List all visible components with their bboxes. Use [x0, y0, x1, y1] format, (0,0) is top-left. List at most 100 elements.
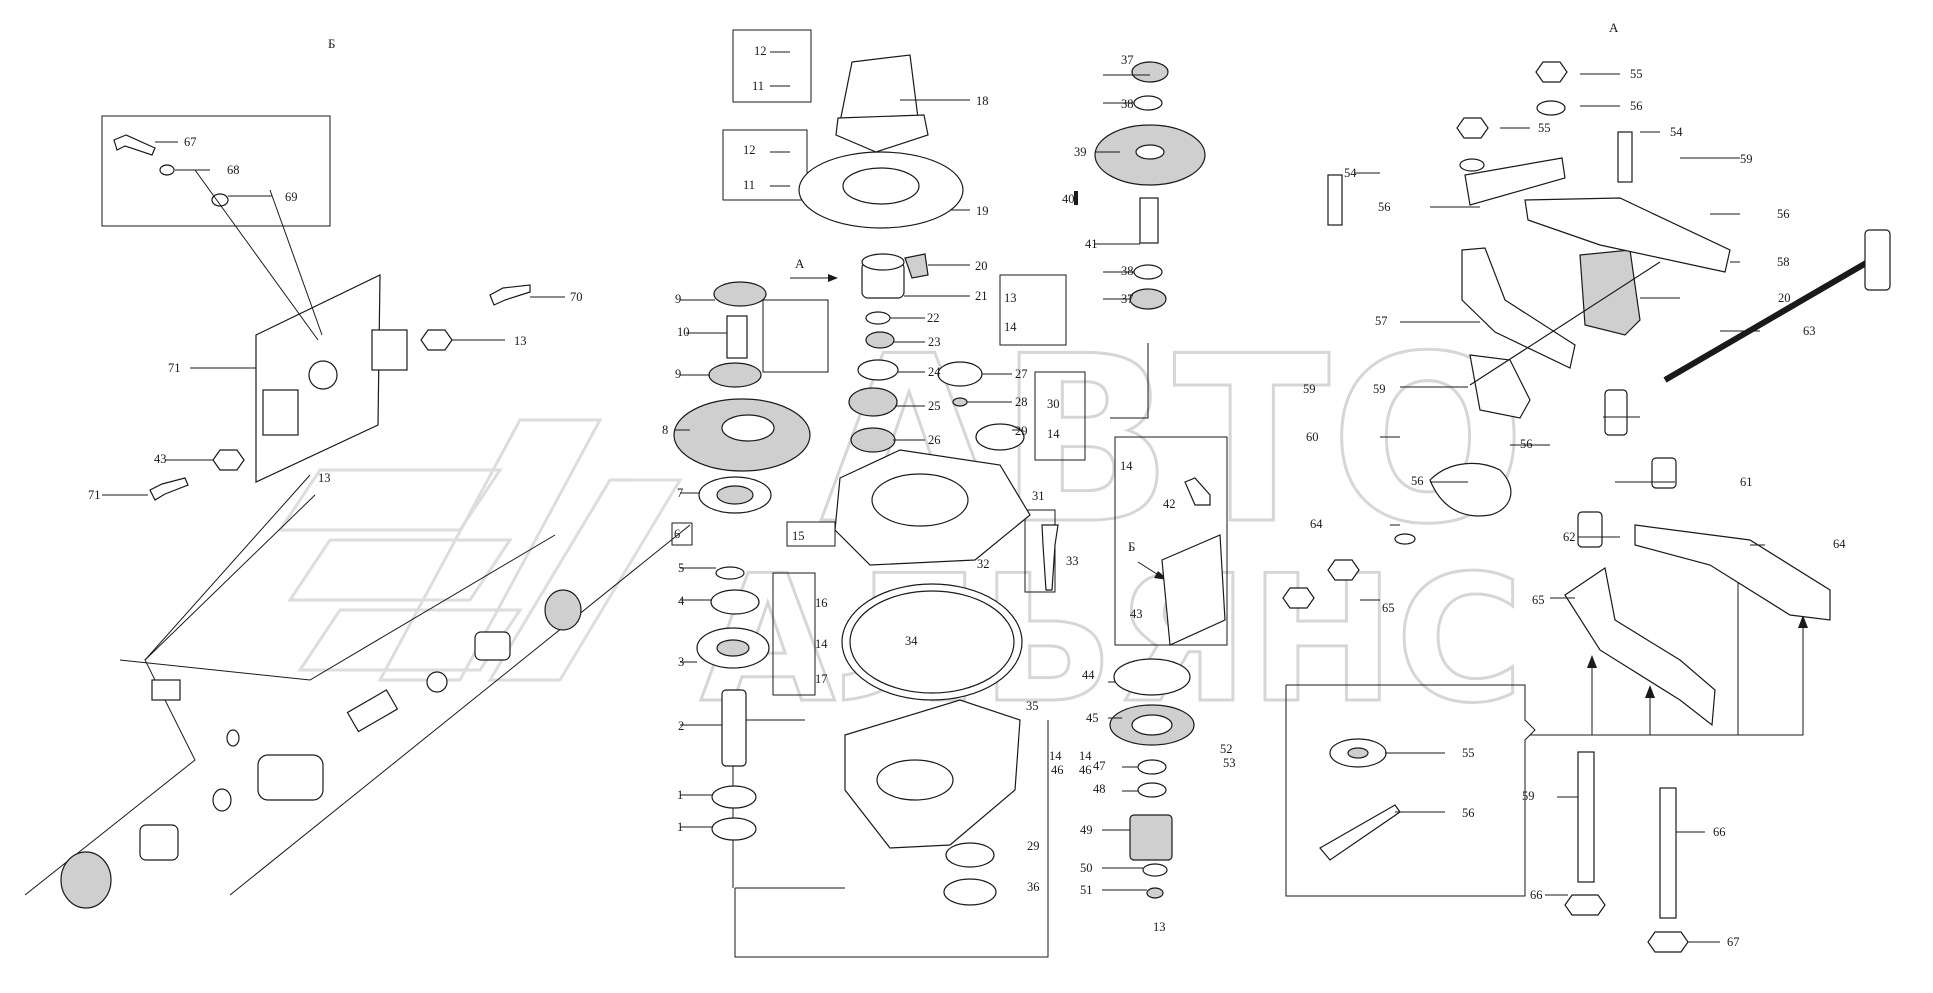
callout-label-43: 43: [154, 452, 167, 466]
callout-label-55: 55: [1462, 746, 1475, 760]
callout-label-12: 12: [754, 44, 767, 58]
part-23: [865, 331, 895, 349]
callout-label-14: 14: [1004, 320, 1017, 334]
part-63-threaded-rod: [1663, 249, 1887, 383]
callout-label-14: 14: [1049, 749, 1062, 763]
part-58-lever: [1524, 197, 1731, 273]
part-38-washer-2: [1133, 264, 1163, 280]
part-56-washer-2: [1459, 158, 1485, 172]
part-65-lever-2: [1564, 566, 1716, 727]
part-55-nut: [1535, 61, 1568, 83]
part-71-nut-2: [420, 329, 453, 351]
callout-label-14: 14: [1079, 749, 1092, 763]
part-10-shaft: [726, 315, 748, 359]
part-4: [710, 589, 760, 615]
callout-label-56: 56: [1411, 474, 1424, 488]
frame-68-70: [101, 115, 331, 227]
callout-label-14: 14: [815, 637, 828, 651]
part-66-stud-2: [1659, 787, 1677, 919]
part-71-nut: [212, 449, 245, 471]
callout-label-56: 56: [1630, 99, 1643, 113]
callout-label-28: 28: [1015, 395, 1028, 409]
callout-label-45: 45: [1086, 711, 1099, 725]
callout-label-69: 69: [285, 190, 298, 204]
part-48: [1137, 782, 1167, 798]
callout-label-27: 27: [1015, 367, 1028, 381]
callout-label-56: 56: [1462, 806, 1475, 820]
callout-label-63: 63: [1803, 324, 1816, 338]
part-60-pin: [1604, 389, 1628, 436]
part-55-nut-3: [1327, 559, 1360, 581]
part-37-bearing-2: [1129, 288, 1167, 310]
part-37-bearing: [1131, 61, 1169, 83]
part-66-stud: [1577, 751, 1595, 883]
part-55-nut-2: [1456, 117, 1489, 139]
part-13-bolt: [149, 477, 189, 501]
callout-label-40: 40: [1062, 192, 1075, 206]
callout-label-15: 15: [792, 529, 805, 543]
part-36-cover: [943, 878, 997, 906]
part-56-link: [1464, 157, 1566, 206]
callout-label-7: 7: [677, 486, 683, 500]
callout-label-38: 38: [1121, 264, 1134, 278]
part-59-pin-large: [1319, 804, 1401, 861]
frame-6: [671, 522, 693, 546]
callout-label-59: 59: [1522, 789, 1535, 803]
callout-label-1: 1: [677, 820, 683, 834]
component-72-panel: [24, 474, 691, 896]
part-64-bushing-2: [1577, 511, 1603, 548]
callout-label-65: 65: [1382, 601, 1395, 615]
section-letter-a-top: А: [1609, 20, 1619, 35]
callout-label-56: 56: [1520, 437, 1533, 451]
callout-label-42: 42: [1163, 497, 1176, 511]
callout-label-13: 13: [1004, 291, 1017, 305]
callout-label-33: 33: [1066, 554, 1079, 568]
section-letters: Б А А Б: [328, 20, 1619, 554]
callout-label-2: 2: [678, 719, 684, 733]
callout-label-59: 59: [1303, 382, 1316, 396]
callout-label-24: 24: [928, 365, 941, 379]
callout-label-25: 25: [928, 399, 941, 413]
part-1-ring-2: [711, 817, 757, 841]
callout-label-48: 48: [1093, 782, 1106, 796]
part-55-nut-4: [1282, 587, 1315, 609]
callout-label-52: 52: [1220, 742, 1233, 756]
part-43-plate: [1161, 534, 1226, 646]
callout-label-71: 71: [168, 361, 181, 375]
callout-label-62: 62: [1563, 530, 1576, 544]
callout-label-54: 54: [1344, 166, 1357, 180]
part-41-shaft: [1139, 197, 1159, 244]
callout-label-49: 49: [1080, 823, 1093, 837]
part-44-gasket: [1113, 658, 1191, 696]
callout-label-56: 56: [1777, 207, 1790, 221]
callout-label-1: 1: [677, 788, 683, 802]
callout-label-13: 13: [514, 334, 527, 348]
part-72-filter: [544, 589, 582, 631]
callout-label-67: 67: [184, 135, 197, 149]
callout-label-14: 14: [1120, 459, 1133, 473]
part-56-washer: [1536, 100, 1566, 116]
callout-label-8: 8: [662, 423, 668, 437]
callout-label-59: 59: [1373, 382, 1386, 396]
callout-label-58: 58: [1777, 255, 1790, 269]
callout-label-59: 59: [1740, 152, 1753, 166]
callout-label-18: 18: [976, 94, 989, 108]
callout-label-41: 41: [1085, 237, 1098, 251]
callout-label-4: 4: [678, 594, 685, 608]
part-28: [952, 397, 968, 407]
part-64-bushing: [1651, 457, 1677, 489]
callout-label-3: 3: [678, 655, 684, 669]
callout-label-46: 46: [1079, 763, 1092, 777]
part-5: [715, 566, 745, 580]
callout-labels: 1211181211192021229109813142324252627282…: [0, 0, 1846, 949]
callout-label-37: 37: [1121, 292, 1134, 306]
callout-label-70: 70: [570, 290, 583, 304]
watermark-line2: АЛЬЯНС: [700, 539, 1524, 742]
callout-label-13: 13: [1153, 920, 1166, 934]
part-62-washer: [1394, 533, 1416, 545]
part-54-pin: [1617, 131, 1633, 183]
callout-label-20: 20: [975, 259, 988, 273]
frame-13-14-right: [999, 274, 1067, 346]
callout-label-64: 64: [1833, 537, 1846, 551]
